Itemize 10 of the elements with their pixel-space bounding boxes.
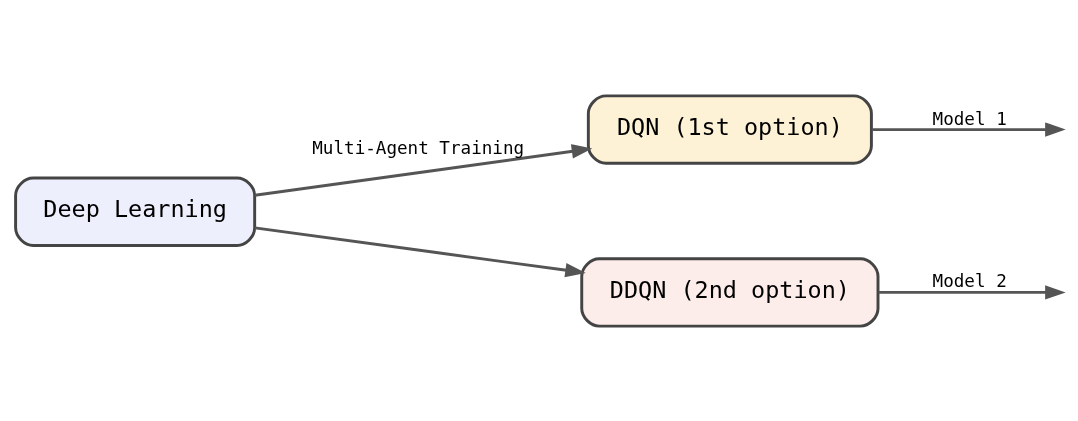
node-box: DQN (1st option) bbox=[586, 93, 873, 165]
edge-label: Model 1 bbox=[932, 108, 1007, 129]
node-box: DDQN (2nd option) bbox=[580, 256, 880, 328]
arrow bbox=[254, 143, 593, 197]
arrow bbox=[871, 121, 1066, 137]
node-box: Deep Learning bbox=[14, 176, 257, 247]
arrow bbox=[878, 284, 1066, 300]
arrow bbox=[254, 225, 586, 277]
edge-label: Multi-Agent Training bbox=[312, 137, 525, 158]
edge-label: Model 2 bbox=[932, 270, 1007, 291]
